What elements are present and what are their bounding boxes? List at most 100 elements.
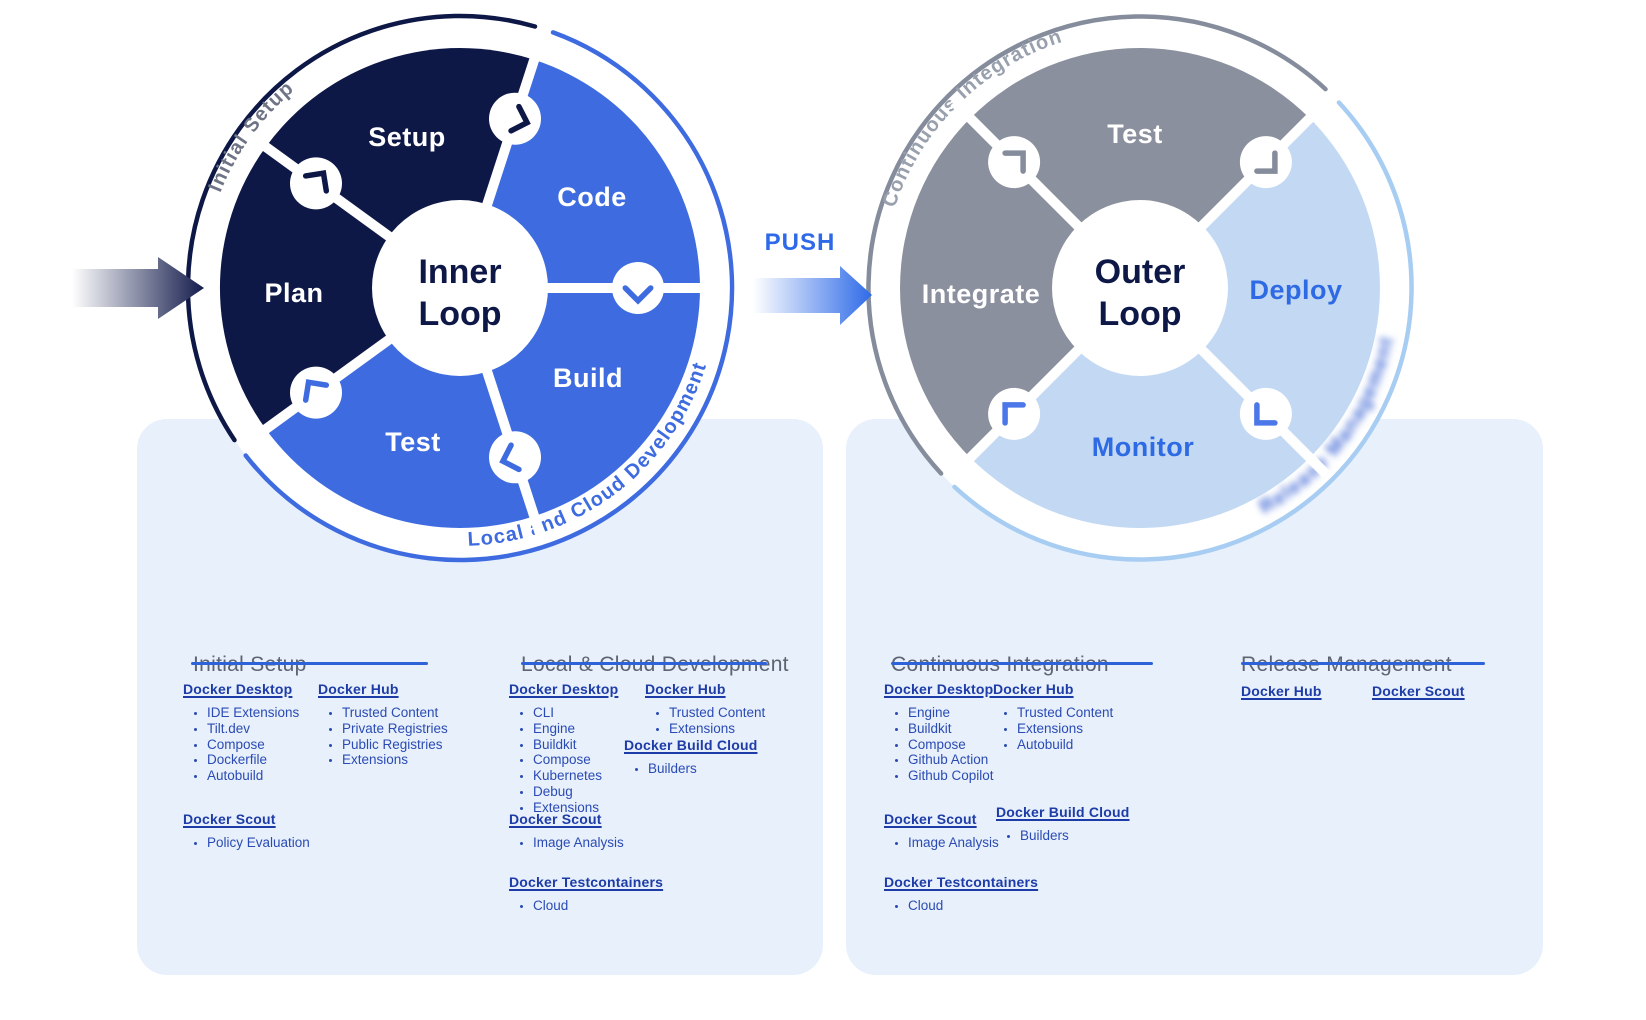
tool-link-docker-hub[interactable]: Docker Hub — [993, 681, 1074, 697]
list-item: Private Registries — [342, 721, 448, 737]
tool-link-docker-desktop[interactable]: Docker Desktop — [884, 681, 994, 697]
list-item: Buildkit — [533, 737, 618, 753]
tool-link-docker-scout[interactable]: Docker Scout — [509, 811, 602, 827]
tool-items: Trusted ContentPrivate RegistriesPublic … — [318, 705, 448, 768]
label-plan: Plan — [264, 278, 323, 308]
list-item: Autobuild — [1017, 737, 1113, 753]
tool-items: Cloud — [884, 898, 1038, 914]
tool-link-docker-scout[interactable]: Docker Scout — [884, 811, 977, 827]
tool-items: CLIEngineBuildkitComposeKubernetesDebugE… — [509, 705, 618, 816]
tool-group-docker-testcontainers: Docker Testcontainers Cloud — [509, 874, 663, 914]
inner-loop-title-line1: Inner — [418, 253, 501, 291]
label-setup: Setup — [368, 122, 446, 152]
input-arrow — [72, 257, 204, 319]
list-item: Image Analysis — [908, 835, 999, 851]
tool-items: Image Analysis — [884, 835, 999, 851]
outer-loop-title-line2: Loop — [1098, 295, 1181, 333]
tool-group-docker-desktop: Docker Desktop IDE ExtensionsTilt.devCom… — [183, 681, 299, 784]
list-item: Engine — [533, 721, 618, 737]
tool-link-docker-build-cloud[interactable]: Docker Build Cloud — [996, 804, 1130, 820]
tool-link-docker-hub[interactable]: Docker Hub — [645, 681, 726, 697]
tool-items: Policy Evaluation — [183, 835, 310, 851]
tool-link-docker-testcontainers[interactable]: Docker Testcontainers — [884, 874, 1039, 890]
clockwise-chevron-icon — [508, 103, 531, 134]
segment-integrate — [900, 118, 1140, 458]
tool-items: Builders — [996, 828, 1130, 844]
tool-items: Cloud — [509, 898, 663, 914]
list-item: CLI — [533, 705, 618, 721]
tool-link-docker-hub[interactable]: Docker Hub — [318, 681, 399, 697]
section-title-release-management: Release Management — [1241, 653, 1452, 677]
tool-group-docker-hub: Docker Hub Trusted ContentExtensionsAuto… — [993, 681, 1113, 752]
clockwise-chevron-icon — [1254, 150, 1278, 174]
list-item: Engine — [908, 705, 994, 721]
outer-loop-wheel: Continuous Integration Release Managemen… — [866, 14, 1414, 562]
list-item: IDE Extensions — [207, 705, 299, 721]
list-item: Trusted Content — [1017, 705, 1113, 721]
label-deploy: Deploy — [1249, 275, 1342, 305]
tool-items: IDE ExtensionsTilt.devComposeDockerfileA… — [183, 705, 299, 784]
clockwise-chevron-icon — [302, 169, 330, 194]
clockwise-chevron-icon — [499, 442, 522, 473]
tool-group-docker-scout: Docker Scout Image Analysis — [509, 811, 624, 851]
outer-loop-tools-content: Continuous Integration Docker Desktop En… — [846, 419, 1543, 975]
list-item: Compose — [908, 737, 994, 753]
segment-monitor — [970, 288, 1310, 528]
list-item: Cloud — [533, 898, 663, 914]
tool-items: Image Analysis — [509, 835, 624, 851]
release-management-arc — [952, 100, 1414, 562]
list-item: Extensions — [533, 800, 618, 816]
list-item: Compose — [533, 752, 618, 768]
list-item: Trusted Content — [669, 705, 765, 721]
tool-group-docker-hub: Docker Hub Trusted ContentPrivate Regist… — [318, 681, 448, 768]
tool-link-docker-testcontainers[interactable]: Docker Testcontainers — [509, 874, 664, 890]
tool-items: EngineBuildkitComposeGithub ActionGithub… — [884, 705, 994, 784]
list-item: Image Analysis — [533, 835, 624, 851]
tool-group-docker-testcontainers: Docker Testcontainers Cloud — [884, 874, 1038, 914]
tool-link-docker-scout[interactable]: Docker Scout — [183, 811, 276, 827]
continuous-integration-arc — [866, 14, 1328, 476]
section-title-local-cloud: Local & Cloud Development — [521, 653, 789, 677]
list-item: Public Registries — [342, 737, 448, 753]
list-item: Cloud — [908, 898, 1038, 914]
section-title-continuous-integration: Continuous Integration — [891, 653, 1109, 677]
list-item: Autobuild — [207, 768, 299, 784]
segment-test-outer — [970, 48, 1310, 289]
clockwise-chevron-icon — [1002, 402, 1026, 426]
list-item: Extensions — [342, 752, 448, 768]
local-cloud-arc — [243, 30, 735, 563]
list-item: Tilt.dev — [207, 721, 299, 737]
tool-group-docker-hub: Docker Hub — [1241, 683, 1322, 707]
tool-link-docker-desktop[interactable]: Docker Desktop — [183, 681, 293, 697]
inner-chevrons — [290, 92, 664, 484]
inner-loop-hub — [372, 200, 548, 376]
outer-chevrons — [988, 136, 1292, 440]
tool-group-docker-scout: Docker Scout — [1372, 683, 1465, 707]
list-item: Builders — [648, 761, 758, 777]
inner-loop-title-line2: Loop — [418, 295, 501, 333]
list-item: Trusted Content — [342, 705, 448, 721]
list-item: Debug — [533, 784, 618, 800]
tool-link-docker-scout[interactable]: Docker Scout — [1372, 683, 1465, 699]
list-item: Dockerfile — [207, 752, 299, 768]
outer-loop-title-line1: Outer — [1095, 253, 1186, 291]
tool-items: Trusted ContentExtensionsAutobuild — [993, 705, 1113, 752]
clockwise-chevron-icon — [1002, 150, 1026, 174]
push-label: PUSH — [765, 229, 836, 256]
label-test-inner: Test — [385, 427, 441, 457]
tool-group-docker-scout: Docker Scout Image Analysis — [884, 811, 999, 851]
label-test-outer: Test — [1107, 119, 1163, 149]
list-item: Buildkit — [908, 721, 994, 737]
section-underline — [891, 662, 1153, 665]
tool-link-docker-desktop[interactable]: Docker Desktop — [509, 681, 619, 697]
tool-items: Trusted ContentExtensions — [645, 705, 765, 737]
tool-link-docker-build-cloud[interactable]: Docker Build Cloud — [624, 737, 758, 753]
label-build: Build — [553, 363, 623, 393]
push-arrow — [753, 266, 872, 325]
section-underline — [521, 662, 767, 665]
label-monitor: Monitor — [1092, 432, 1194, 462]
tool-link-docker-hub[interactable]: Docker Hub — [1241, 683, 1322, 699]
section-underline — [191, 662, 428, 665]
list-item: Policy Evaluation — [207, 835, 310, 851]
